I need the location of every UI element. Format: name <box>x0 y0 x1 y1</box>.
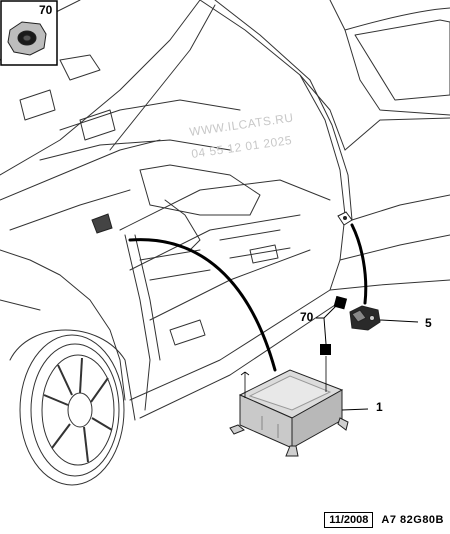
watermark-date: 04 55 12 01 2025 <box>190 133 292 161</box>
callout-70: 70 <box>300 305 337 345</box>
ecu-mount-location <box>91 213 113 234</box>
clip-70-upper <box>333 295 348 310</box>
inset-nut-70: 70 <box>0 0 58 66</box>
leader-lines <box>128 223 368 372</box>
svg-text:1: 1 <box>376 400 383 414</box>
front-wheel <box>19 334 125 486</box>
footer-date: 11/2008 <box>324 512 374 528</box>
guide-lines <box>240 356 327 398</box>
svg-text:70: 70 <box>300 310 314 324</box>
sensor-mount-on-body <box>337 211 353 226</box>
airbag-control-unit-1 <box>229 369 349 457</box>
nut-icon <box>7 21 47 56</box>
clip-70-lower <box>320 344 331 355</box>
footer-reference: A7 82G80B <box>381 514 444 526</box>
callout-5: 5 <box>379 316 432 330</box>
callout-1: 1 <box>341 400 383 414</box>
svg-text:5: 5 <box>425 316 432 330</box>
inset-ref-label: 70 <box>39 3 53 17</box>
car-body-illustration <box>0 0 450 421</box>
crash-sensor-5 <box>349 305 381 331</box>
diagram-footer: 11/2008 A7 82G80B <box>324 512 444 528</box>
